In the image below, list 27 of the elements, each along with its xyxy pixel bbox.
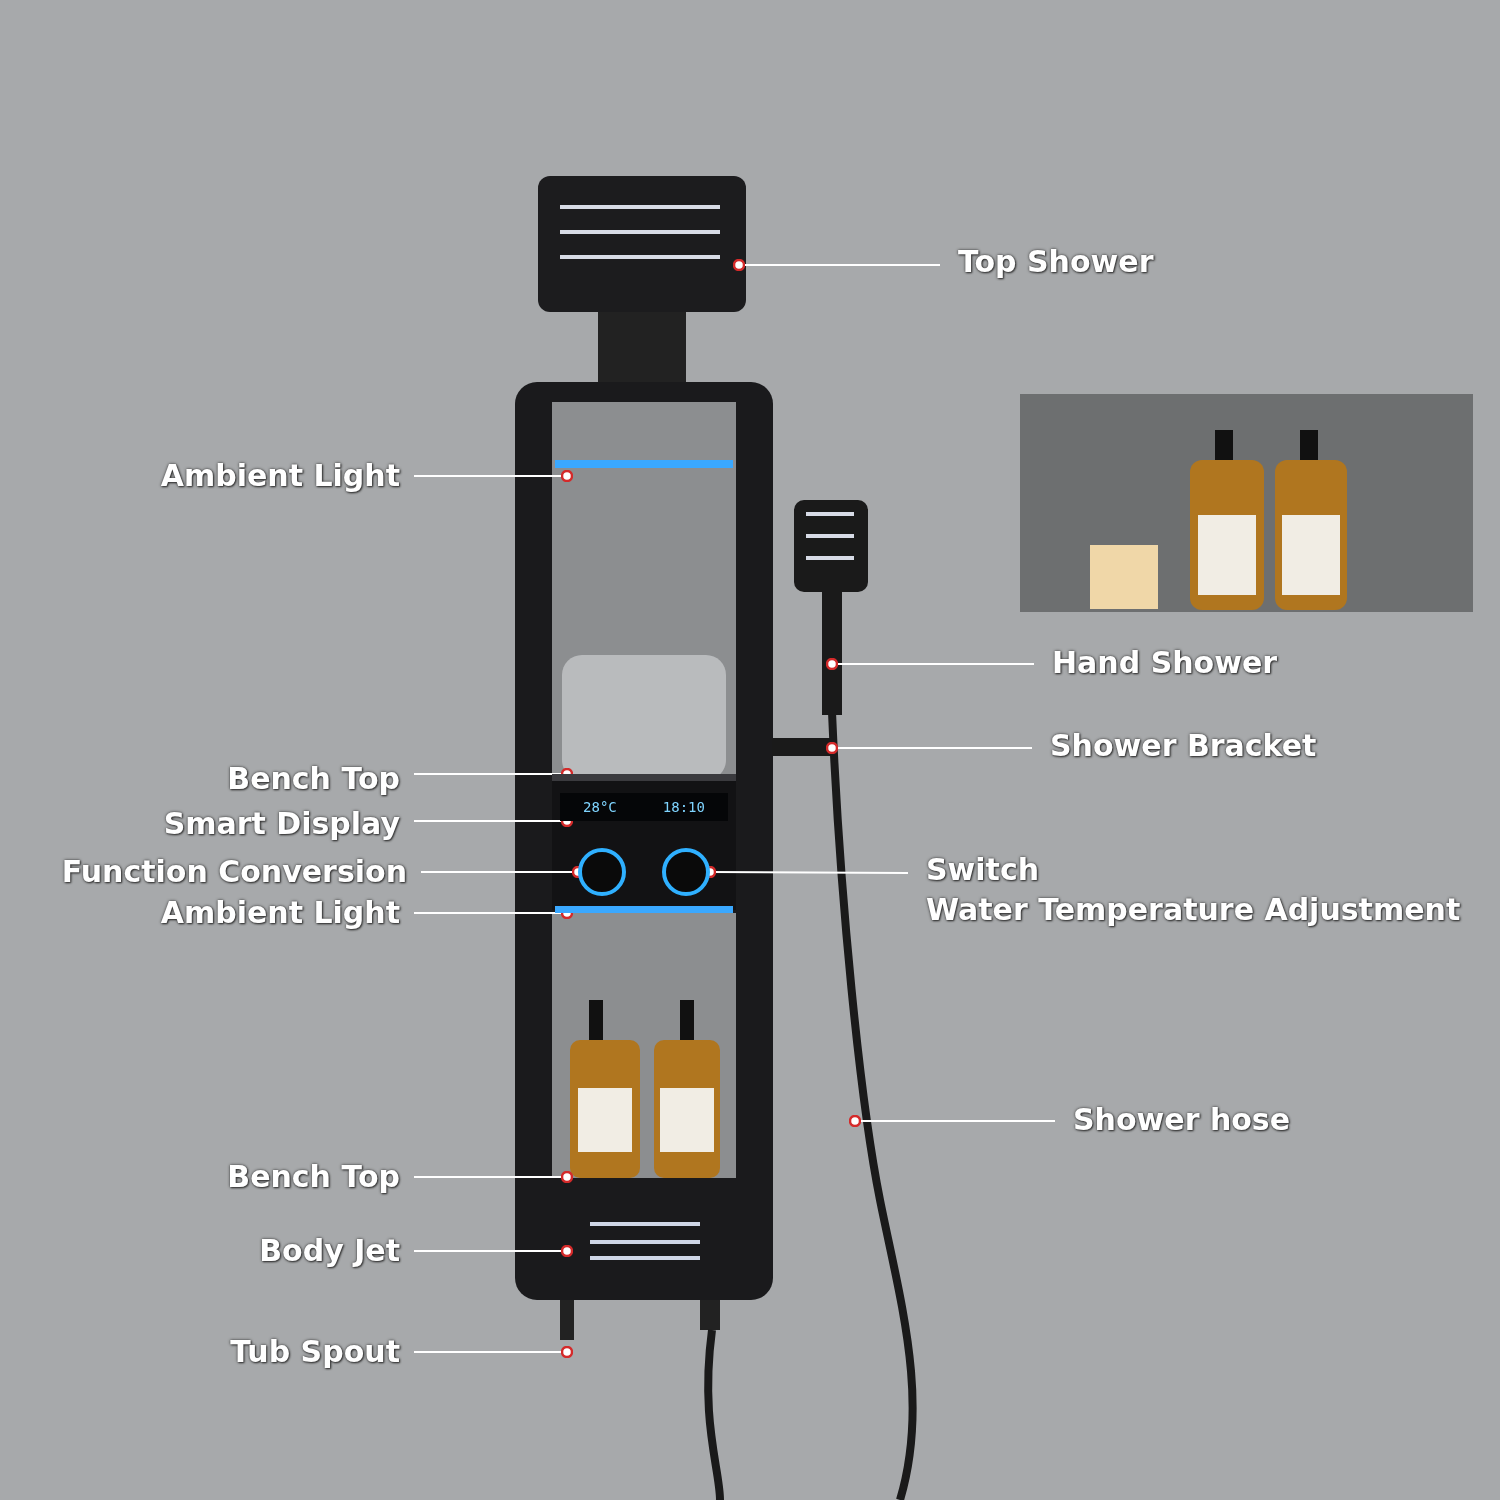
callout-label: Body Jet	[259, 1231, 400, 1271]
callout-label: Ambient Light	[160, 456, 400, 496]
callout-label: Smart Display	[163, 804, 400, 844]
leader-line	[848, 1114, 1056, 1128]
callout-label: Bench Top	[227, 1157, 400, 1197]
leader-line	[732, 258, 941, 272]
callout-label: Ambient Light	[160, 893, 400, 933]
callout-label: Hand Shower	[1052, 643, 1278, 683]
callout-label: Water Temperature Adjustment	[926, 891, 1461, 929]
callout-label: Bench Top	[227, 759, 400, 799]
callout-label: Top Shower	[958, 242, 1154, 282]
callout-label: Shower Bracket	[1050, 726, 1317, 766]
leader-line	[413, 1244, 574, 1258]
callout-label: Switch	[926, 851, 1041, 889]
leader-line	[825, 741, 1033, 755]
leader-line	[413, 469, 574, 483]
display-screen	[560, 793, 728, 821]
light-strip	[555, 906, 733, 913]
leader-line	[413, 1345, 574, 1359]
callout-label: Shower hose	[1073, 1100, 1291, 1140]
callout-label: Tub Spout	[230, 1332, 400, 1372]
leader-line	[413, 1170, 574, 1184]
callout-label: Function Conversion	[61, 852, 407, 892]
shelf-bar	[552, 774, 736, 781]
display-reading: 28°C	[583, 799, 617, 815]
leader-line	[825, 657, 1035, 671]
display-reading: 18:10	[662, 799, 705, 815]
